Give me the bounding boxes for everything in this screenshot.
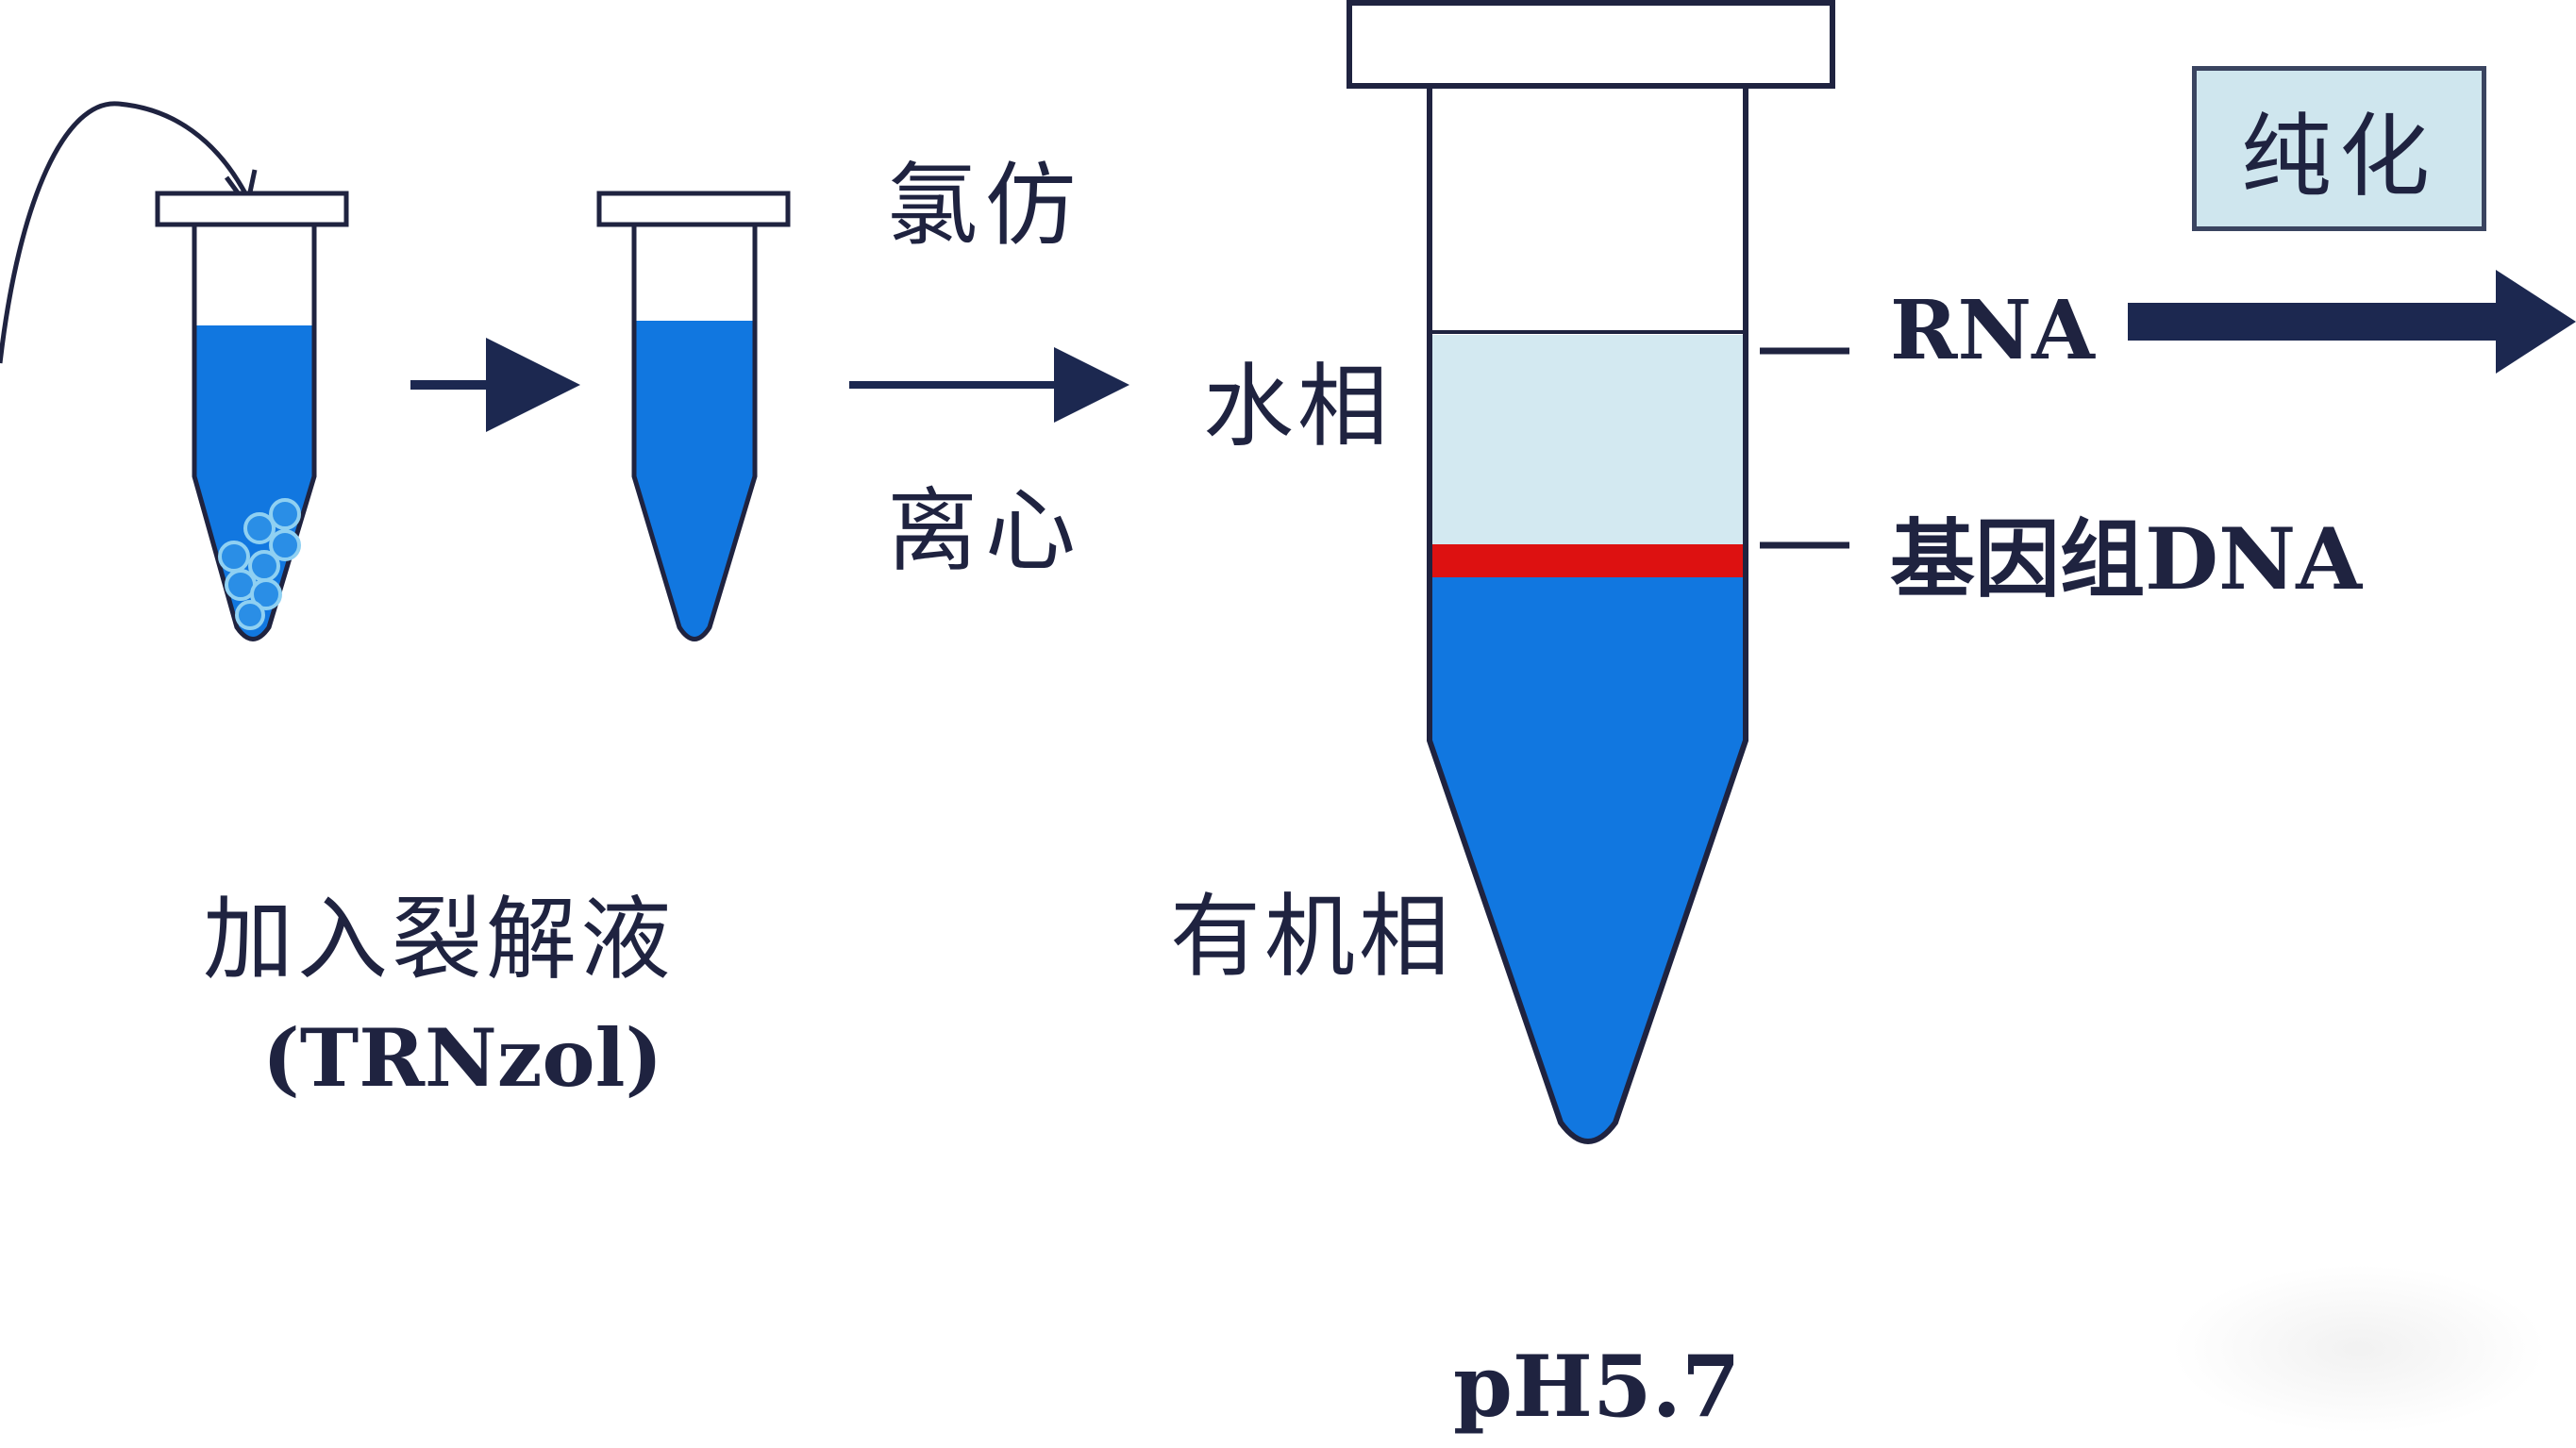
tube-homogenate-body (631, 225, 758, 641)
chloroform-label: 氯仿 (887, 153, 1083, 258)
aqueous-phase-label: 水相 (1203, 354, 1392, 459)
organic-phase-label: 有机相 (1170, 884, 1453, 990)
trnzol-label: (TRNzol) (262, 1011, 663, 1105)
tube-lysis-body (192, 225, 317, 641)
aqueous-phase-layer (1430, 335, 1746, 544)
tube-lysis-cap (155, 191, 349, 227)
tube-homogenate (596, 191, 791, 641)
tube-homogenate-liquid (634, 321, 755, 640)
rna-label: RNA (1890, 283, 2095, 378)
centrifuge-label: 离心 (887, 478, 1083, 584)
ph-label: pH5.7 (1453, 1337, 1741, 1437)
big-tube-body (1427, 86, 1748, 1144)
big-tube-cap (1347, 0, 1835, 89)
organic-phase-layer (1430, 577, 1746, 1141)
tube-phase-separation (1347, 0, 1835, 1144)
background-glare (2170, 1264, 2548, 1434)
purify-label: 纯化 (2241, 104, 2437, 209)
genomic-dna-interphase (1430, 544, 1746, 577)
tube-homogenate-cap (596, 191, 791, 227)
tube-lysis (155, 191, 349, 641)
arrow-to-purify (2128, 270, 2576, 374)
lysis-label: 加入裂解液 (203, 887, 675, 992)
genomic-dna-label: 基因组DNA (1890, 509, 2363, 609)
sample-add-curved-arrow (0, 101, 248, 364)
cell-beads (218, 498, 301, 630)
purify-box: 纯化 (2192, 66, 2486, 231)
